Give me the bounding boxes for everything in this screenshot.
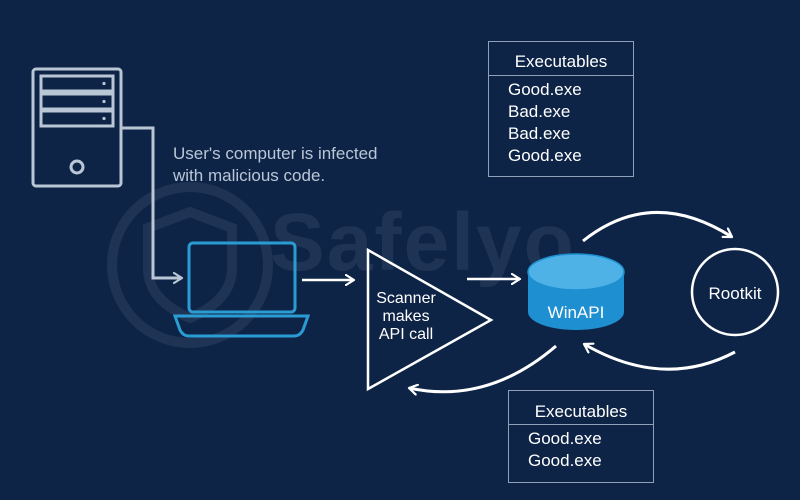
watermark: Safelyo bbox=[270, 197, 576, 288]
executables-box-top: Executables Good.exe Bad.exe Bad.exe Goo… bbox=[488, 41, 634, 177]
scanner-label-line: Scanner bbox=[376, 290, 436, 307]
executables-box-bottom: Executables Good.exe Good.exe bbox=[508, 390, 654, 483]
desktop-tower-icon bbox=[31, 67, 123, 188]
executables-list: Good.exe Bad.exe Bad.exe Good.exe bbox=[489, 76, 633, 167]
rootkit-circle bbox=[690, 247, 780, 337]
arrow-winapi-to-rootkit bbox=[582, 211, 732, 243]
executables-title: Executables bbox=[509, 391, 653, 425]
executable-item: Good.exe bbox=[508, 146, 582, 165]
arrow-rootkit-to-winapi bbox=[584, 344, 736, 371]
rootkit-label: Rootkit bbox=[708, 284, 762, 303]
laptop-icon bbox=[172, 241, 311, 338]
executables-list: Good.exe Good.exe bbox=[509, 425, 653, 472]
caption-line-1: User's computer is infected bbox=[173, 144, 378, 163]
executable-item: Bad.exe bbox=[508, 124, 571, 143]
executables-title: Executables bbox=[489, 42, 633, 76]
winapi-label: WinAPI bbox=[547, 303, 605, 322]
scanner-triangle bbox=[366, 247, 494, 392]
executable-item: Bad.exe bbox=[508, 102, 571, 121]
scanner-label: Scanner makes API call bbox=[360, 290, 452, 344]
scanner-label-line: makes bbox=[382, 308, 430, 325]
arrow-winapi-to-scanner bbox=[409, 344, 557, 392]
executable-item: Good.exe bbox=[508, 80, 582, 99]
watermark-shield-icon bbox=[107, 182, 273, 348]
infection-caption: User's computer is infected with malicio… bbox=[173, 143, 433, 187]
executable-item: Good.exe bbox=[528, 451, 602, 470]
executable-item: Good.exe bbox=[528, 429, 602, 448]
scanner-label-line: API call bbox=[378, 326, 434, 343]
infection-connector bbox=[121, 126, 182, 278]
winapi-cylinder-icon bbox=[527, 253, 625, 330]
caption-line-2: with malicious code. bbox=[173, 166, 326, 185]
